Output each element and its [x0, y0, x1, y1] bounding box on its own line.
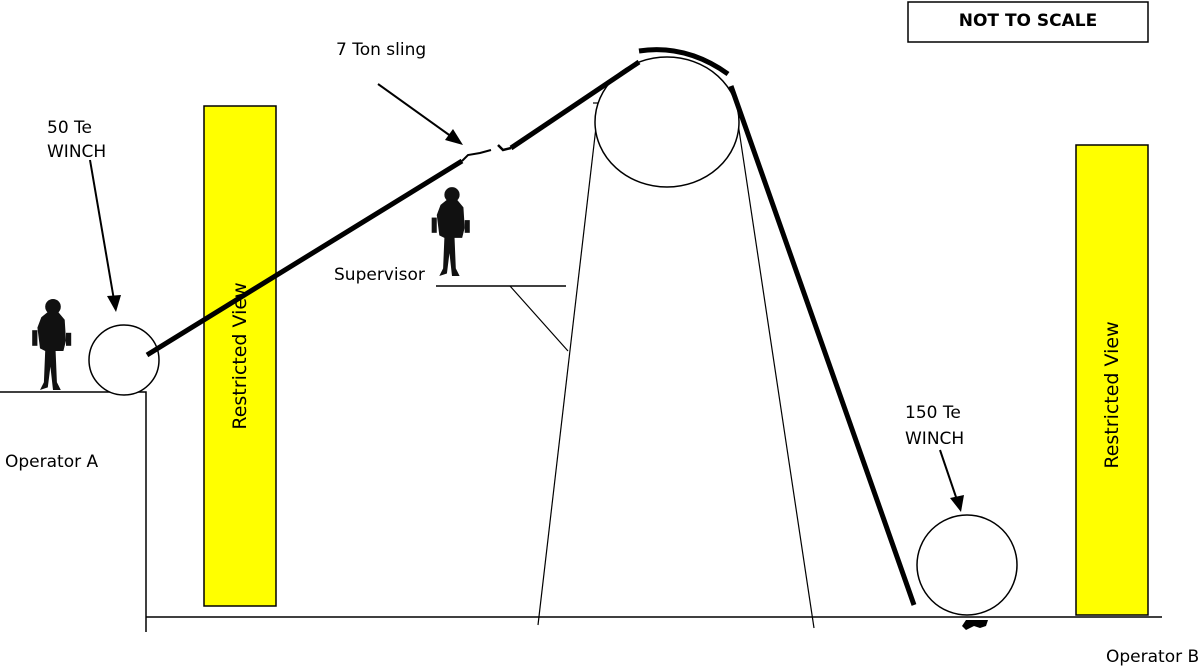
arrow-50-winch-shaft — [89, 159, 115, 301]
arrow-50-winch-head — [107, 295, 121, 312]
restricted-view-label-left: Restricted View — [229, 282, 251, 429]
supervisor-label: Supervisor — [334, 265, 425, 285]
platform-brace — [509, 285, 569, 352]
winch-50-drum — [88, 324, 160, 396]
supervisor-figure — [431, 187, 470, 276]
not-to-scale-box — [907, 1, 1149, 43]
sling-eye-left — [461, 149, 492, 162]
restricted-view-label-right: Restricted View — [1101, 321, 1123, 468]
arrow-150-winch-head — [950, 495, 964, 512]
restricted-view-panel-left — [203, 105, 277, 607]
arrow-sling-head — [445, 129, 463, 145]
winch-150-drum — [916, 514, 1018, 616]
restricted-view-panel-right — [1075, 144, 1149, 616]
operator-b-label: Operator B — [1106, 647, 1199, 666]
sling-rope — [509, 59, 641, 151]
winch-150-label-line2: WINCH — [905, 429, 964, 449]
arrow-150-winch-shaft — [939, 449, 958, 501]
wire-rope-right — [728, 85, 917, 606]
winch-50-label-line2: WINCH — [47, 142, 106, 162]
sling-label: 7 Ton sling — [336, 40, 426, 60]
rope-over-sheave — [638, 47, 730, 77]
winch-150-label-line1: 150 Te — [905, 403, 961, 423]
operator-a-figure — [32, 299, 72, 390]
operator-a-platform — [0, 391, 147, 632]
winch-50-label-line1: 50 Te — [47, 118, 92, 138]
arrow-sling-shaft — [377, 83, 453, 138]
sling-eye-right — [497, 144, 512, 152]
winch-150-base — [962, 620, 988, 630]
operator-a-label: Operator A — [5, 452, 98, 472]
tower-leg-right — [735, 109, 815, 629]
tower-leg-left — [537, 109, 599, 626]
sheave-wheel — [594, 56, 740, 188]
not-to-scale-label: NOT TO SCALE — [959, 11, 1097, 31]
wire-rope-left — [145, 158, 464, 358]
